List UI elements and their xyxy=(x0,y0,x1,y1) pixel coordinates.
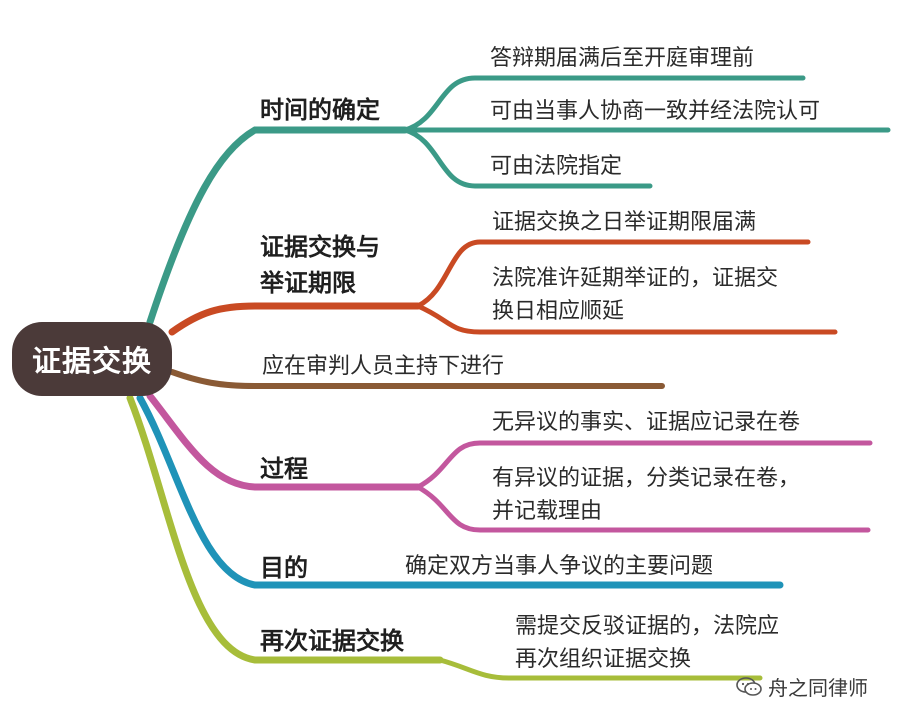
branch-label-process: 过程 xyxy=(260,455,308,483)
leaf-host: 应在审判人员主持下进行 xyxy=(262,354,505,379)
leaf-timing-1: 答辩期届满后至开庭审理前 xyxy=(490,46,755,71)
branch-connector-host xyxy=(169,369,665,389)
leaf-purpose: 确定双方当事人争议的主要问题 xyxy=(405,554,714,579)
watermark: 舟之同律师 xyxy=(736,672,868,701)
branch-label-timing: 时间的确定 xyxy=(260,96,380,124)
root-node: 证据交换 xyxy=(12,322,172,396)
branch-connector-process xyxy=(146,392,873,533)
branch-connector-timing xyxy=(146,75,891,326)
leaf-process-2-line1: 有异议的证据，分类记录在卷， xyxy=(492,466,801,491)
leaf-process-1: 无异议的事实、证据应记录在卷 xyxy=(492,410,801,435)
branch-connector-deadline xyxy=(168,239,838,336)
leaf-deadline-2-line2: 换日相应顺延 xyxy=(492,299,625,324)
leaf-again-line2: 再次组织证据交换 xyxy=(515,647,692,672)
watermark-text: 舟之同律师 xyxy=(768,676,868,700)
branch-label-deadline-line1: 证据交换与 xyxy=(260,233,380,261)
leaf-deadline-1: 证据交换之日举证期限届满 xyxy=(492,210,757,235)
leaf-deadline-2-line1: 法院准许延期举证的，证据交 xyxy=(492,266,779,291)
leaf-again-line1: 需提交反驳证据的，法院应 xyxy=(515,614,780,639)
leaf-timing-3: 可由法院指定 xyxy=(490,154,623,179)
leaf-timing-2: 可由当事人协商一致并经法院认可 xyxy=(490,99,821,124)
root-label: 证据交换 xyxy=(31,344,152,378)
branch-connector-again xyxy=(126,394,763,681)
branch-label-again: 再次证据交换 xyxy=(260,627,404,655)
branch-label-purpose: 目的 xyxy=(260,554,308,582)
branch-connector-purpose xyxy=(136,394,784,589)
leaf-process-2-line2: 并记载理由 xyxy=(492,499,603,524)
branch-label-deadline-line2: 举证期限 xyxy=(260,269,356,297)
wechat-icon xyxy=(736,676,762,696)
